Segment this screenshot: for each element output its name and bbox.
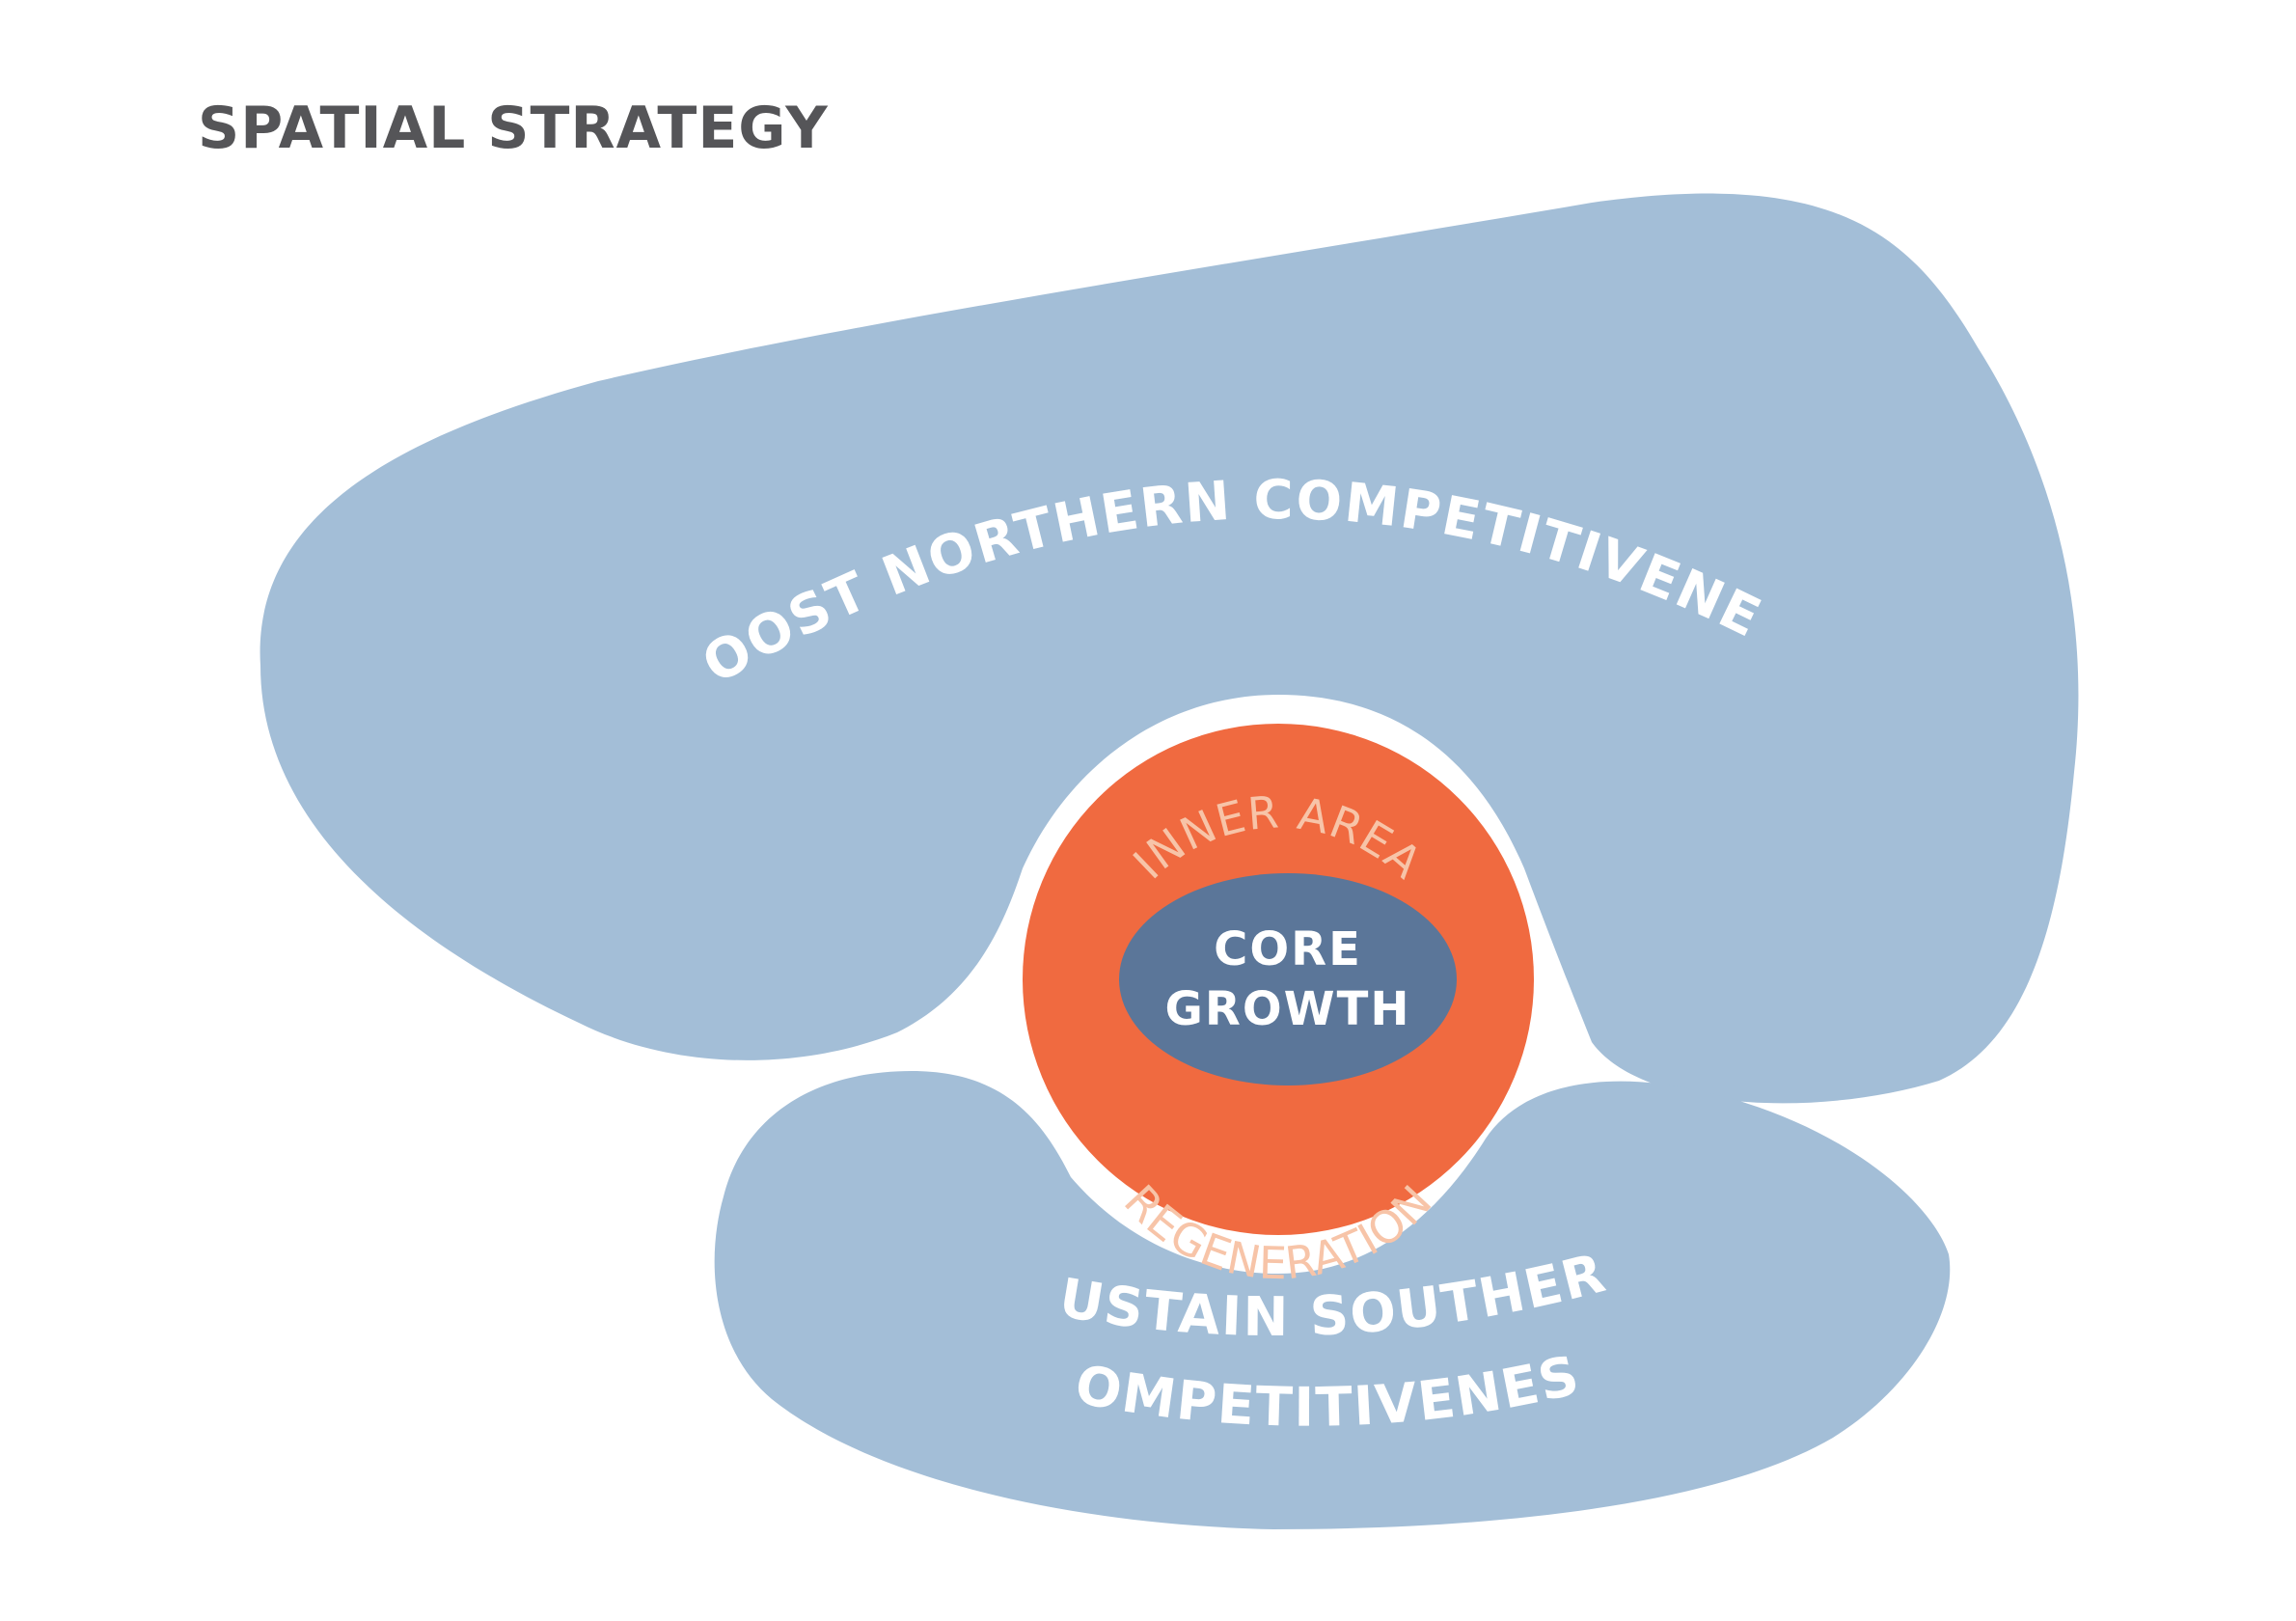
south-region-shape [714,1071,1951,1529]
core-label-line1: CORE [1214,922,1362,976]
diagram-title: SPATIAL STRATEGY [198,95,829,162]
core-growth-ellipse [1119,873,1457,1085]
core-label-line2: GROWTH [1164,982,1410,1036]
north-region-shape [260,193,2079,1104]
